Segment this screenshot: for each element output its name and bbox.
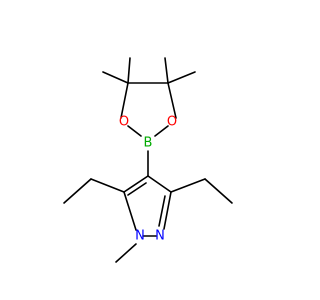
oxygen-left-label: O (119, 115, 129, 130)
bond-cq2-o2 (167, 82, 177, 119)
bond-c3-n2-double (158, 195, 166, 227)
bond-cq1-methyl-a (102, 71, 129, 84)
oxygen-right-label: O (167, 115, 177, 130)
bond-cq1-methyl-b (127, 57, 131, 84)
bond-c4-c3 (147, 175, 172, 193)
bond-c4-c5 (123, 175, 149, 193)
bond-c3-ethyl-1 (170, 178, 206, 193)
bond-o1-b (127, 125, 142, 137)
bond-c3-n2 (163, 191, 172, 230)
nitrogen-1-label: N (135, 229, 145, 244)
nitrogen-2-label: N (155, 229, 165, 244)
bond-c3-ethyl-2 (204, 178, 233, 204)
bond-cq2-methyl-b (167, 71, 196, 84)
bond-c4-c5-double (127, 182, 147, 196)
molecule-canvas: O O B N N (63, 57, 233, 263)
bond-c5-ethyl-2 (63, 178, 92, 204)
bond-o1-cq1 (120, 82, 129, 119)
bond-n1-methyl (115, 243, 137, 263)
boron-label: B (144, 136, 153, 151)
bond-o2-b (154, 125, 169, 137)
bond-cq2-methyl-a (164, 57, 169, 84)
structure-diagram: O O B N N (63, 57, 233, 263)
bond-c5-n1 (123, 191, 137, 231)
bond-c5-ethyl-1 (90, 178, 125, 193)
